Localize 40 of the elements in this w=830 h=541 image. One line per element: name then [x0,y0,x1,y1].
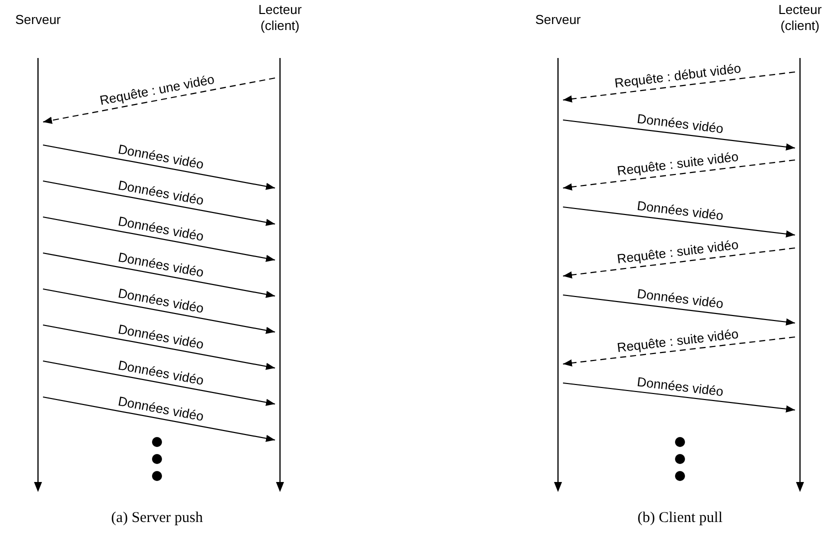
edge-label: Données vidéo [116,178,205,208]
edge-label: Données vidéo [116,394,205,424]
participant-label: Serveur [534,12,582,28]
arrow [42,288,276,334]
arrow [42,324,276,370]
arrow [42,180,276,226]
edge-label: Requête : début vidéo [614,62,742,91]
edge-label: Données vidéo [116,322,205,352]
arrow [42,360,276,406]
arrow [562,294,796,326]
dashed-arrow [562,71,796,102]
participant-label: Lecteur (client) [777,2,823,34]
participant-label: Lecteur (client) [257,2,303,34]
caption: (b) Client pull [638,510,722,527]
dashed-arrow [42,77,276,124]
arrow [42,252,276,298]
dashed-arrow [562,336,796,367]
edge-label: Données vidéo [116,286,205,316]
edge-label: Données vidéo [116,358,205,388]
edge-label: Données vidéo [116,214,205,244]
edge-label: Données vidéo [636,198,724,224]
edge-label: Données vidéo [116,142,205,172]
edge-label: Données vidéo [636,374,724,399]
edge-label: Requête : suite vidéo [616,150,740,178]
edge-label: Requête : suite vidéo [616,238,740,266]
edge-label: Requête : suite vidéo [616,326,740,355]
participant-label: Serveur [14,12,62,28]
edge-label: Données vidéo [636,286,724,312]
edge-label: Requête : une vidéo [98,72,216,108]
arrow [562,119,796,150]
arrow [42,216,276,262]
edge-label: Données vidéo [116,250,205,280]
dashed-arrow [562,247,796,278]
dashed-arrow [562,159,796,190]
arrow [562,206,796,238]
edge-label: Données vidéo [636,112,724,136]
caption: (a) Server push [111,510,203,527]
arrow [42,396,276,442]
arrow [42,144,276,190]
arrow [562,382,796,413]
